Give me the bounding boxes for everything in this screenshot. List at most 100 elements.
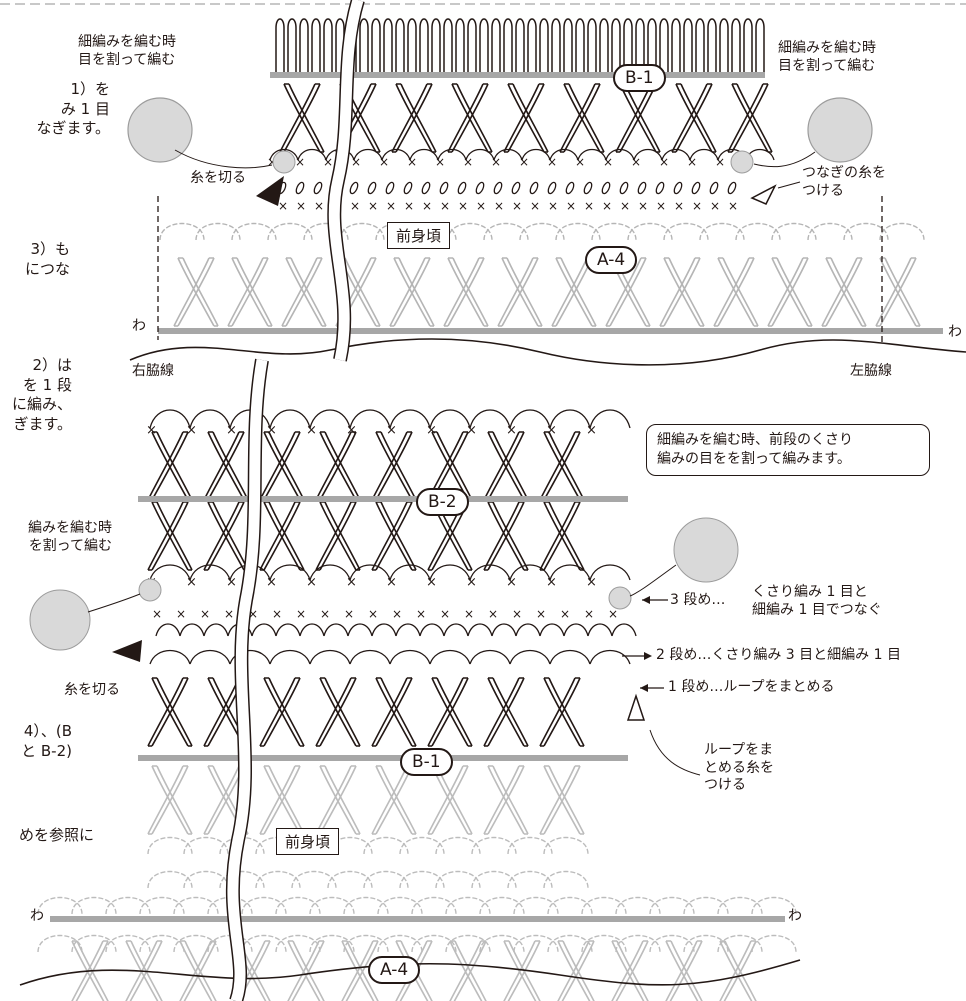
gray-chain-arch [507,836,553,855]
long-cross-stitch [203,431,249,501]
chain-loop [583,181,593,195]
band-label-b2: B-2 [416,488,469,516]
instruction-fragment-1: 1）を み 1 目 なぎます。 [36,80,110,137]
long-cross-stitch [147,431,193,501]
cut-thread-label-bottom: 糸を切る [64,682,120,698]
gray-chain-arch [699,222,745,241]
chain-loop [421,181,431,195]
long-cross-stitch [203,501,249,571]
single-crochet-mark: × [584,199,594,213]
loop-stitch [383,18,393,72]
chain-arch [349,650,391,665]
row1-label: 1 段め…ループをまとめる [668,679,835,695]
chain-arch [297,148,327,161]
chain-arch [443,623,469,637]
note-split-right: 細編みを編む時 目を割って編む [778,40,876,74]
band-bar-wa-top [158,328,943,334]
single-crochet-mark: × [620,199,630,213]
gray-cross-stitch [443,257,489,327]
single-crochet-mark: × [586,423,597,438]
long-cross-stitch [391,83,437,153]
long-cross-stitch [147,677,193,747]
chain-arch [323,623,349,637]
gray-cross-stitch [147,765,193,835]
single-crochet-mark: × [566,199,576,213]
chain-arch [389,564,431,581]
attach-marker-bottom [626,693,646,721]
long-cross-stitch [371,431,417,501]
long-cross-stitch [671,83,717,153]
chain-loop [511,181,521,195]
gray-chain-arch [399,836,445,855]
single-crochet-mark: × [506,575,517,590]
loop-stitch [395,18,405,72]
single-crochet-mark: × [476,199,486,213]
chain-arch [429,409,471,429]
gray-chain-arch [339,222,385,241]
wa-label-right: わ [948,324,962,340]
chain-loop [403,181,413,195]
chain-arch [269,409,311,429]
single-crochet-mark: × [458,199,468,213]
single-crochet-mark: × [368,199,378,213]
chain-arch [155,623,181,637]
chain-loop [619,181,629,195]
instruction-fragment-3: 2）は を 1 段 に編み、 ぎます。 [11,356,72,433]
chain-arch [509,409,551,429]
single-crochet-mark: × [491,155,501,169]
single-crochet-mark: × [608,607,618,621]
chain-loop [691,181,701,195]
single-crochet-mark: × [546,575,557,590]
single-crochet-mark: × [560,607,570,621]
long-cross-stitch [539,501,585,571]
single-crochet-mark: × [512,199,522,213]
loop-stitch [647,18,657,72]
single-crochet-mark: × [710,199,720,213]
single-crochet-mark: × [176,607,186,621]
long-cross-stitch [447,83,493,153]
single-crochet-mark: × [314,199,324,213]
chain-arch [149,564,191,581]
single-crochet-mark: × [426,423,437,438]
instruction-fragment-5: 4）、(B と B-2) [21,722,72,760]
gray-chain-arch [627,222,673,241]
single-crochet-mark: × [422,199,432,213]
single-crochet-mark: × [186,575,197,590]
loop-stitch [575,18,585,72]
gray-chain-arch [267,222,313,241]
gray-chain-arch [183,836,229,855]
chain-loop [367,181,377,195]
chain-arch [149,650,191,665]
gray-chain-arch [735,222,781,241]
gray-chain-arch [555,222,601,241]
chain-loop [475,181,485,195]
chain-loop [439,181,449,195]
long-cross-stitch [727,83,773,153]
gray-cross-stitch [715,940,761,1001]
chain-arch [611,623,637,637]
long-cross-stitch [259,431,305,501]
long-cross-stitch [315,431,361,501]
chain-arch [661,148,691,161]
gray-cross-stitch [427,765,473,835]
single-crochet-mark: × [631,155,641,169]
wa-label-bottom-left: わ [30,908,44,924]
single-crochet-mark: × [323,155,333,169]
loop-stitch [695,18,705,72]
chain-arch [409,148,439,161]
chain-arch [371,623,397,637]
single-crochet-mark: × [687,155,697,169]
single-crochet-mark: × [146,423,157,438]
gray-cross-stitch [175,940,221,1001]
chain-arch [521,148,551,161]
chain-arch [269,564,311,581]
gray-cross-stitch [659,257,705,327]
chain-arch [605,148,635,161]
single-crochet-mark: × [548,199,558,213]
chain-arch [389,650,431,665]
chain-arch [419,623,445,637]
zoom-circle-bottom-left [29,589,91,651]
chain-arch [549,148,579,161]
gray-cross-stitch [173,257,219,327]
gray-chain-arch [363,870,409,889]
